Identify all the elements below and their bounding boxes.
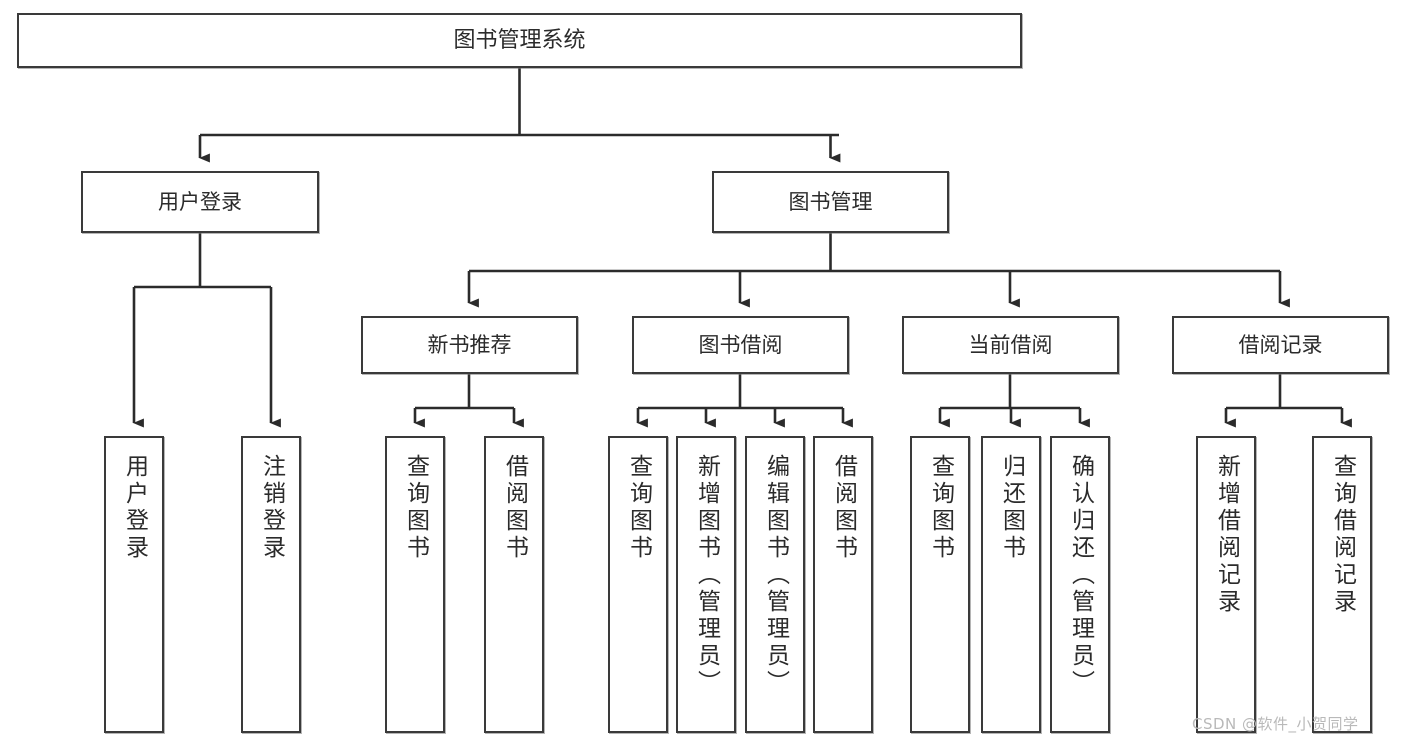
leaf-node-label: 查询图书: [927, 454, 954, 562]
node-user-login-label: 用户登录: [158, 189, 242, 214]
node-book-borrow[interactable]: 图书借阅: [632, 316, 849, 374]
leaf-node[interactable]: 查询借阅记录: [1312, 436, 1372, 733]
node-new-book-recommend-label: 新书推荐: [427, 332, 512, 357]
leaf-node[interactable]: 用户登录: [104, 436, 164, 733]
leaf-node[interactable]: 借阅图书: [484, 436, 544, 733]
node-book-management[interactable]: 图书管理: [712, 171, 949, 233]
node-current-borrow[interactable]: 当前借阅: [902, 316, 1119, 374]
leaf-node-label: 借阅图书: [501, 454, 528, 562]
leaf-node[interactable]: 查询图书: [385, 436, 445, 733]
leaf-node-label: 查询图书: [625, 454, 652, 562]
leaf-node[interactable]: 查询图书: [910, 436, 970, 733]
node-new-book-recommend[interactable]: 新书推荐: [361, 316, 578, 374]
leaf-node[interactable]: 归还图书: [981, 436, 1041, 733]
leaf-node-label: 用户登录: [121, 454, 148, 562]
leaf-node[interactable]: 借阅图书: [813, 436, 873, 733]
node-borrow-record[interactable]: 借阅记录: [1172, 316, 1389, 374]
node-user-login[interactable]: 用户登录: [81, 171, 319, 233]
node-borrow-record-label: 借阅记录: [1238, 332, 1323, 357]
leaf-node[interactable]: 新增借阅记录: [1196, 436, 1256, 733]
leaf-node[interactable]: 注销登录: [241, 436, 301, 733]
leaf-node-label: 确认归还（管理员）: [1067, 454, 1094, 697]
leaf-node-label: 借阅图书: [830, 454, 857, 562]
node-current-borrow-label: 当前借阅: [968, 332, 1053, 357]
leaf-node-label: 新增图书（管理员）: [693, 454, 720, 697]
leaf-node[interactable]: 编辑图书（管理员）: [745, 436, 805, 733]
leaf-node[interactable]: 查询图书: [608, 436, 668, 733]
node-root[interactable]: 图书管理系统: [17, 13, 1022, 68]
leaf-node[interactable]: 确认归还（管理员）: [1050, 436, 1110, 733]
node-root-label: 图书管理系统: [453, 27, 586, 53]
node-book-borrow-label: 图书借阅: [698, 332, 783, 357]
leaf-node-label: 编辑图书（管理员）: [762, 454, 789, 697]
leaf-node-label: 归还图书: [998, 454, 1025, 562]
leaf-node-label: 查询借阅记录: [1329, 454, 1356, 616]
leaf-node-label: 注销登录: [258, 454, 285, 562]
leaf-node[interactable]: 新增图书（管理员）: [676, 436, 736, 733]
node-book-management-label: 图书管理: [788, 189, 873, 214]
leaf-node-label: 新增借阅记录: [1213, 454, 1240, 616]
leaf-node-label: 查询图书: [402, 454, 429, 562]
watermark: CSDN @软件_小贺同学: [1192, 715, 1359, 733]
